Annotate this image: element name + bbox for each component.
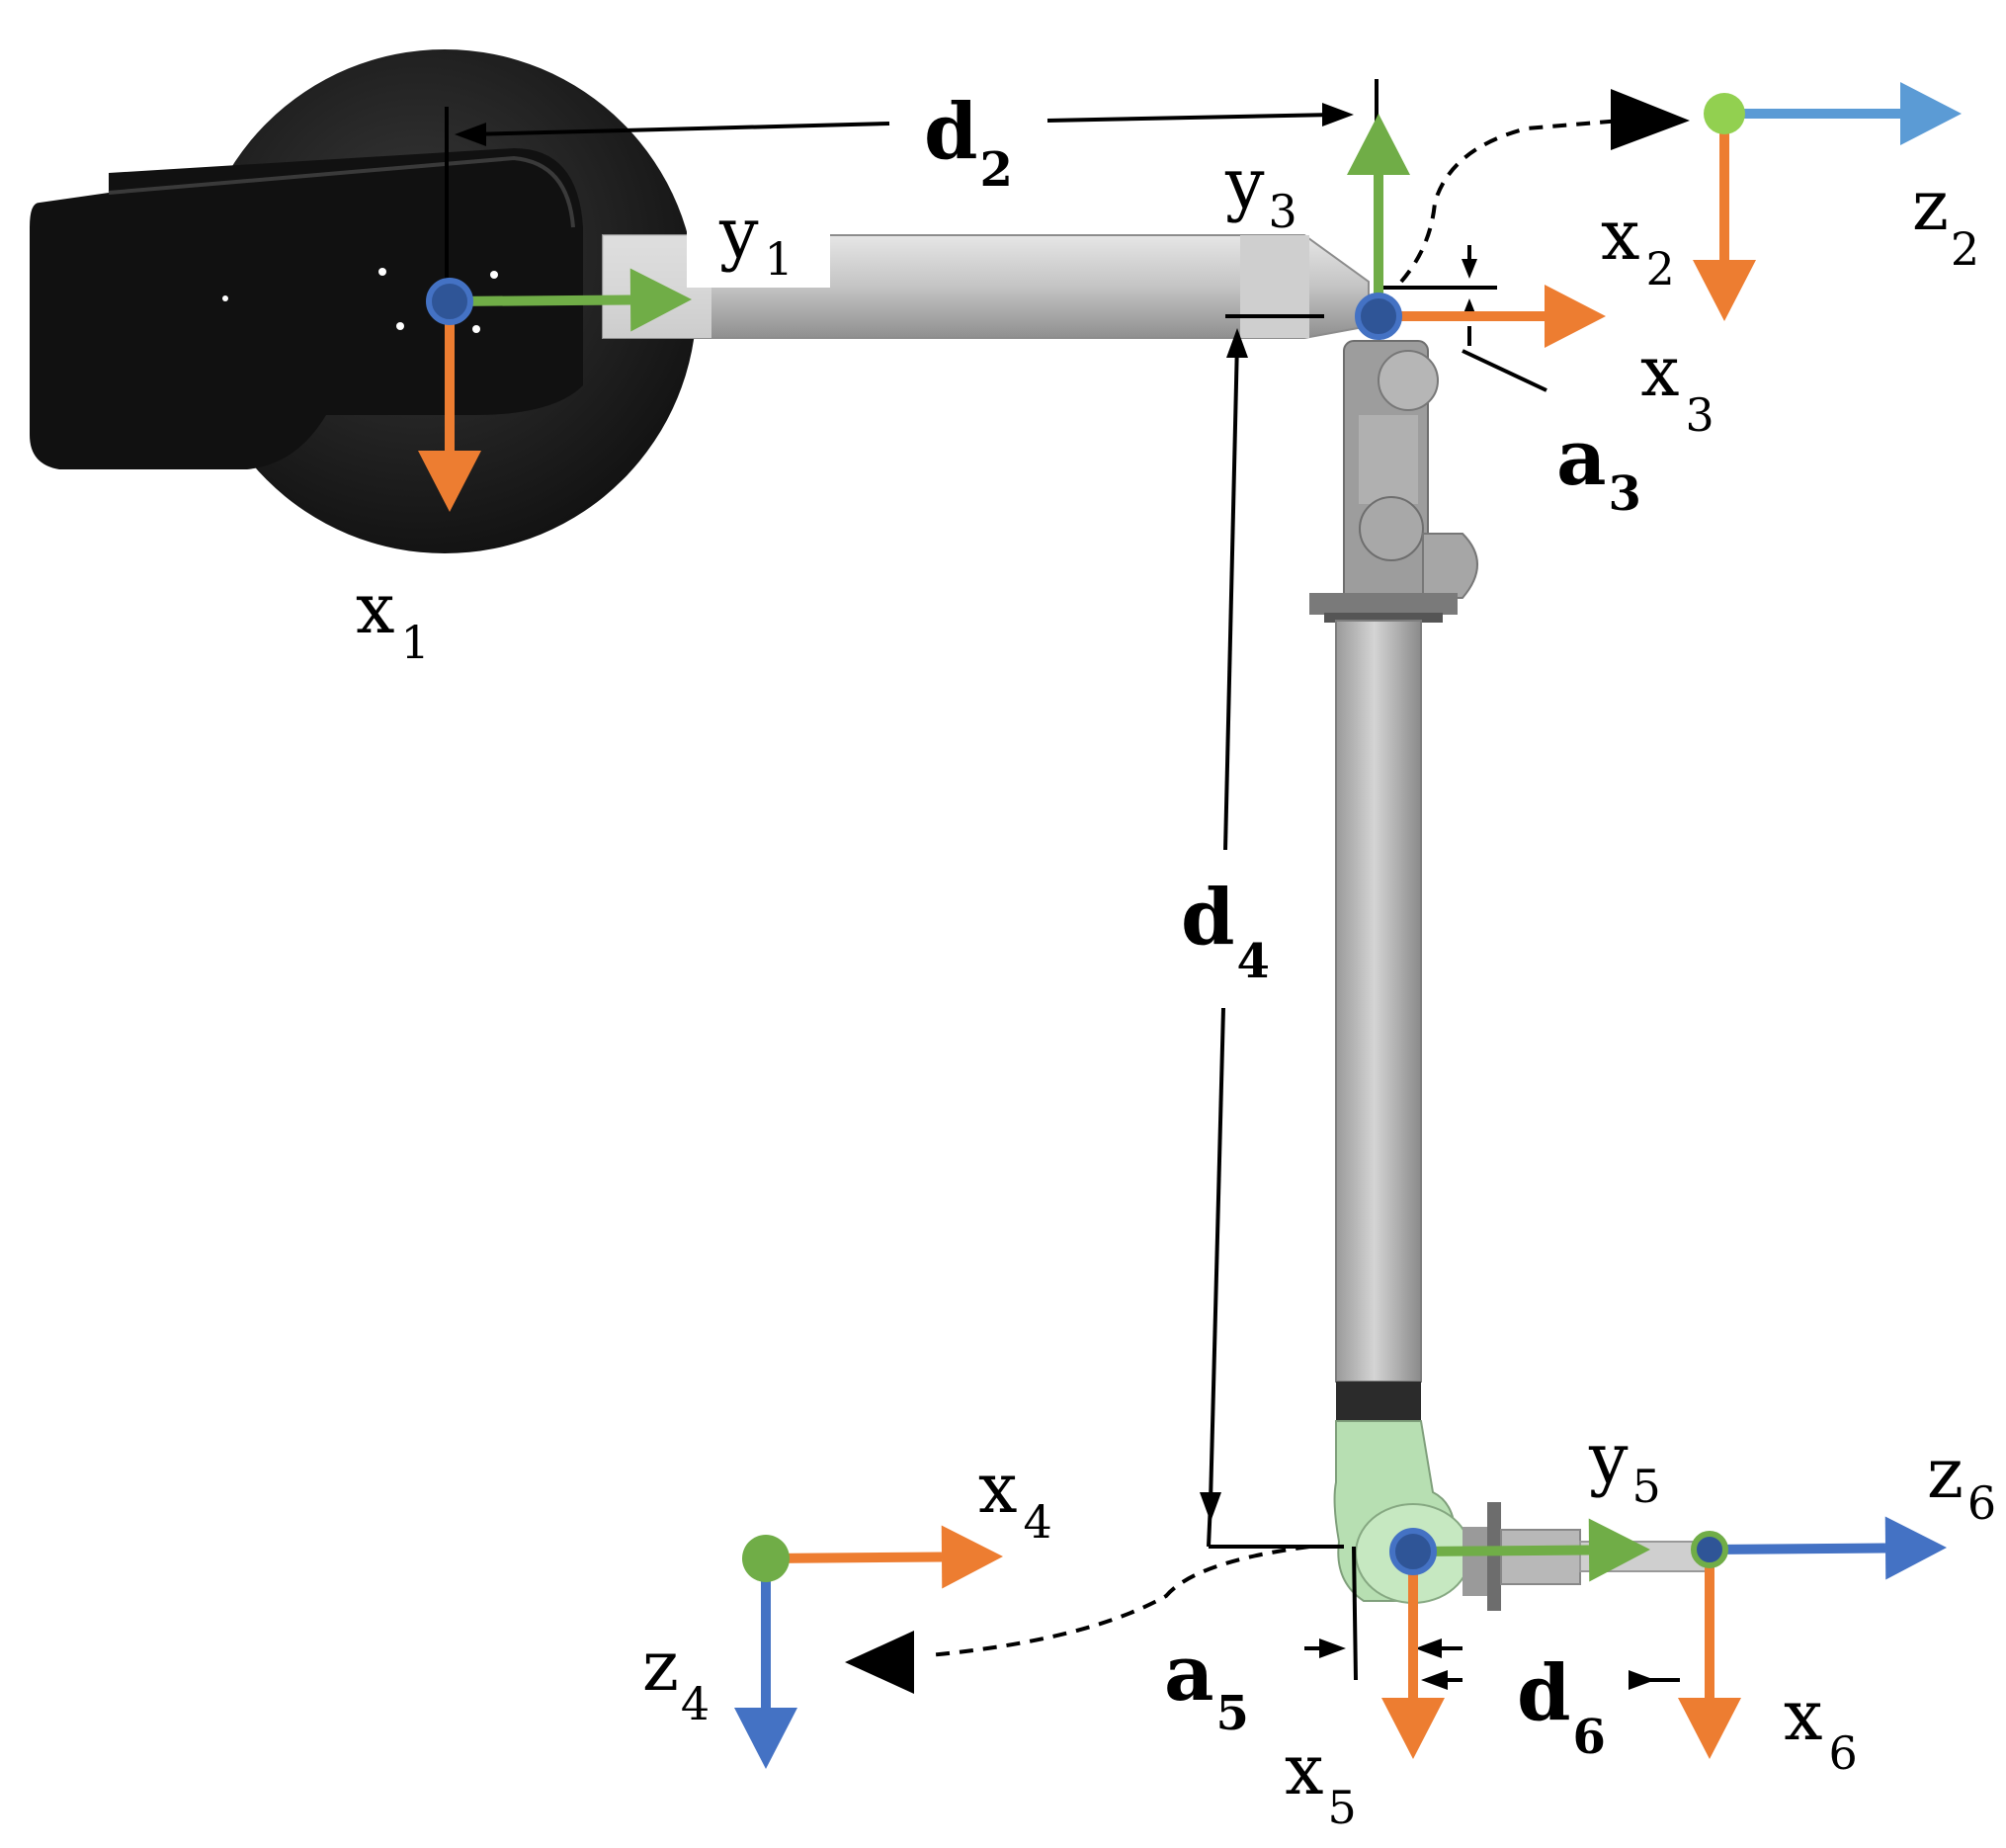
a3-bottom-extension: [1462, 349, 1547, 392]
frame3-origin: [1355, 293, 1402, 340]
dashed-arrow-frame5-to-frame4: [928, 1545, 1310, 1657]
frame3-x-axis-arrow: [1379, 285, 1606, 348]
label-y3: y3: [1224, 143, 1297, 238]
frame2-origin: [1704, 93, 1745, 134]
dashed-arrow-frame3-to-frame2: [1399, 119, 1622, 284]
frame1-origin: [426, 278, 473, 325]
robot-arm-model: [30, 49, 1710, 1611]
forearm-band: [1336, 1382, 1421, 1421]
frame4-origin: [742, 1535, 790, 1582]
label-a5: a5: [1164, 1629, 1249, 1741]
arrowhead-to-frame4: [845, 1631, 914, 1694]
a5-extension-left: [1352, 1546, 1358, 1681]
frame-relation-arrows: [845, 89, 1690, 1694]
d2-right-dimension: [1046, 113, 1335, 123]
d2-left-dimension: [468, 122, 890, 136]
mounting-holes: [222, 268, 498, 333]
d4-vertical-upper: [1223, 340, 1239, 851]
dimension-labels: d2 a3 d4 a5 d6: [924, 87, 1641, 1765]
label-d6: d6: [1517, 1648, 1606, 1765]
label-x5: x5: [1285, 1729, 1357, 1834]
label-y5: y5: [1588, 1418, 1661, 1513]
upper-arm-sleeve: [1240, 235, 1309, 338]
d4-vertical-lower: [1209, 1007, 1225, 1503]
label-z4: z4: [642, 1626, 710, 1730]
frame2-z-axis-arrow: [1724, 82, 1962, 145]
label-a3: a3: [1556, 413, 1641, 522]
tool-flange: [1463, 1502, 1710, 1611]
frame6-z-axis-arrow: [1709, 1516, 1947, 1580]
label-z6: z6: [1927, 1433, 1996, 1530]
frame2-x-axis-arrow: [1693, 114, 1756, 321]
forearm-link: [1335, 620, 1422, 1383]
label-x3: x3: [1640, 331, 1714, 442]
frame4-x-axis-arrow: [765, 1525, 1003, 1589]
frame1-x-axis-arrow: [418, 301, 481, 512]
dimension-arrowheads: [455, 103, 1655, 1690]
label-z2: z2: [1912, 165, 1979, 276]
coordinate-frames: [418, 82, 1962, 1769]
base-housing-highlight: [108, 155, 575, 228]
label-d2: d2: [924, 87, 1013, 198]
frame1-y-axis-arrow: [449, 268, 692, 332]
frame4-z-axis-arrow: [734, 1558, 797, 1769]
frame6-origin: [1691, 1531, 1728, 1568]
frame5-y-axis-arrow: [1412, 1518, 1650, 1582]
frame5-x-axis-arrow: [1381, 1552, 1445, 1759]
label-d4: d4: [1181, 873, 1270, 989]
elbow-joint: [1309, 340, 1478, 623]
arrowhead-to-frame2: [1611, 89, 1690, 150]
frame6-x-axis-arrow: [1678, 1550, 1741, 1759]
dimension-lines: [445, 79, 1680, 1682]
frame5-origin: [1389, 1528, 1437, 1575]
